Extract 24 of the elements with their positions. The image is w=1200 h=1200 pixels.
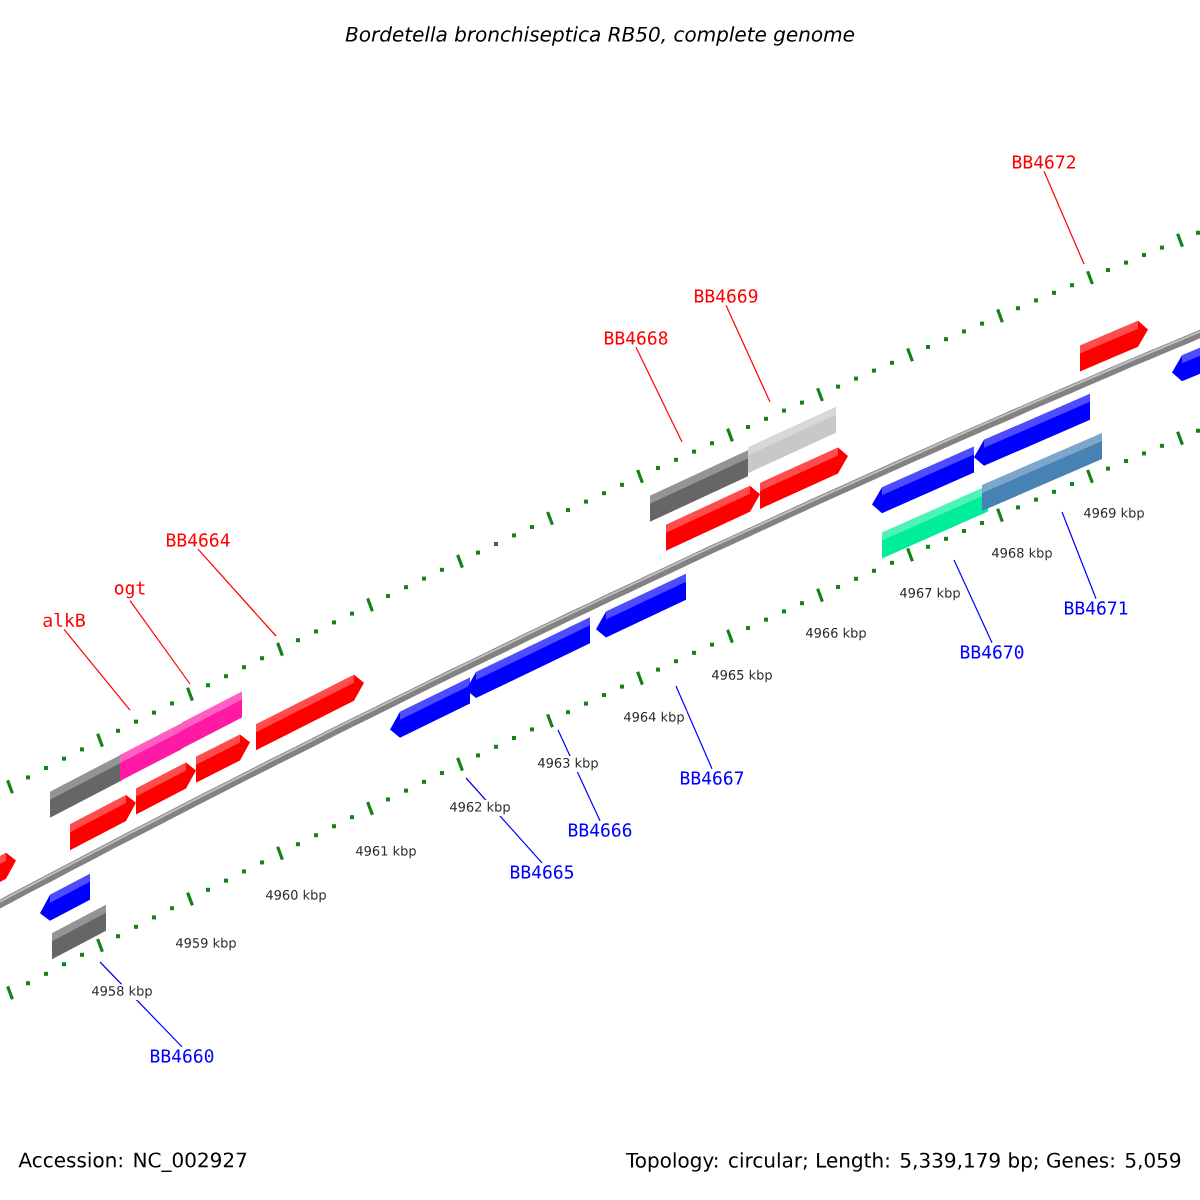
leader-line (129, 600, 191, 685)
gene-label: BB4672 (1012, 155, 1075, 169)
title: Bordetella bronchiseptica RB50, complete genome (345, 26, 855, 46)
leader-line (197, 548, 277, 637)
leader-line (1061, 511, 1097, 600)
accession-text: Accession: NC_002927 (18, 1152, 247, 1172)
leader-line (953, 559, 993, 644)
gene-label: BB4666 (568, 823, 632, 837)
gene-label: BB4668 (604, 331, 668, 345)
gene-label: BB4665 (510, 865, 574, 879)
gene-label: BB4660 (150, 1049, 214, 1063)
gene-label: ogt (114, 581, 145, 599)
leader-line (725, 304, 771, 403)
leader-line (1043, 170, 1085, 265)
leader-line (63, 628, 131, 711)
gene-label: BB4669 (694, 289, 758, 303)
genome-info-text: Topology: circular; Length: 5,339,179 bp; Genes: 5,059 (625, 1152, 1181, 1172)
gene-label: BB4664 (166, 533, 230, 547)
gene-label: BB4667 (680, 771, 744, 785)
gene-label: alkB (43, 613, 85, 627)
gene-label: BB4670 (960, 645, 1024, 659)
gene-label: BB4671 (1064, 601, 1128, 615)
leader-line (675, 685, 713, 770)
leader-line (635, 346, 683, 443)
